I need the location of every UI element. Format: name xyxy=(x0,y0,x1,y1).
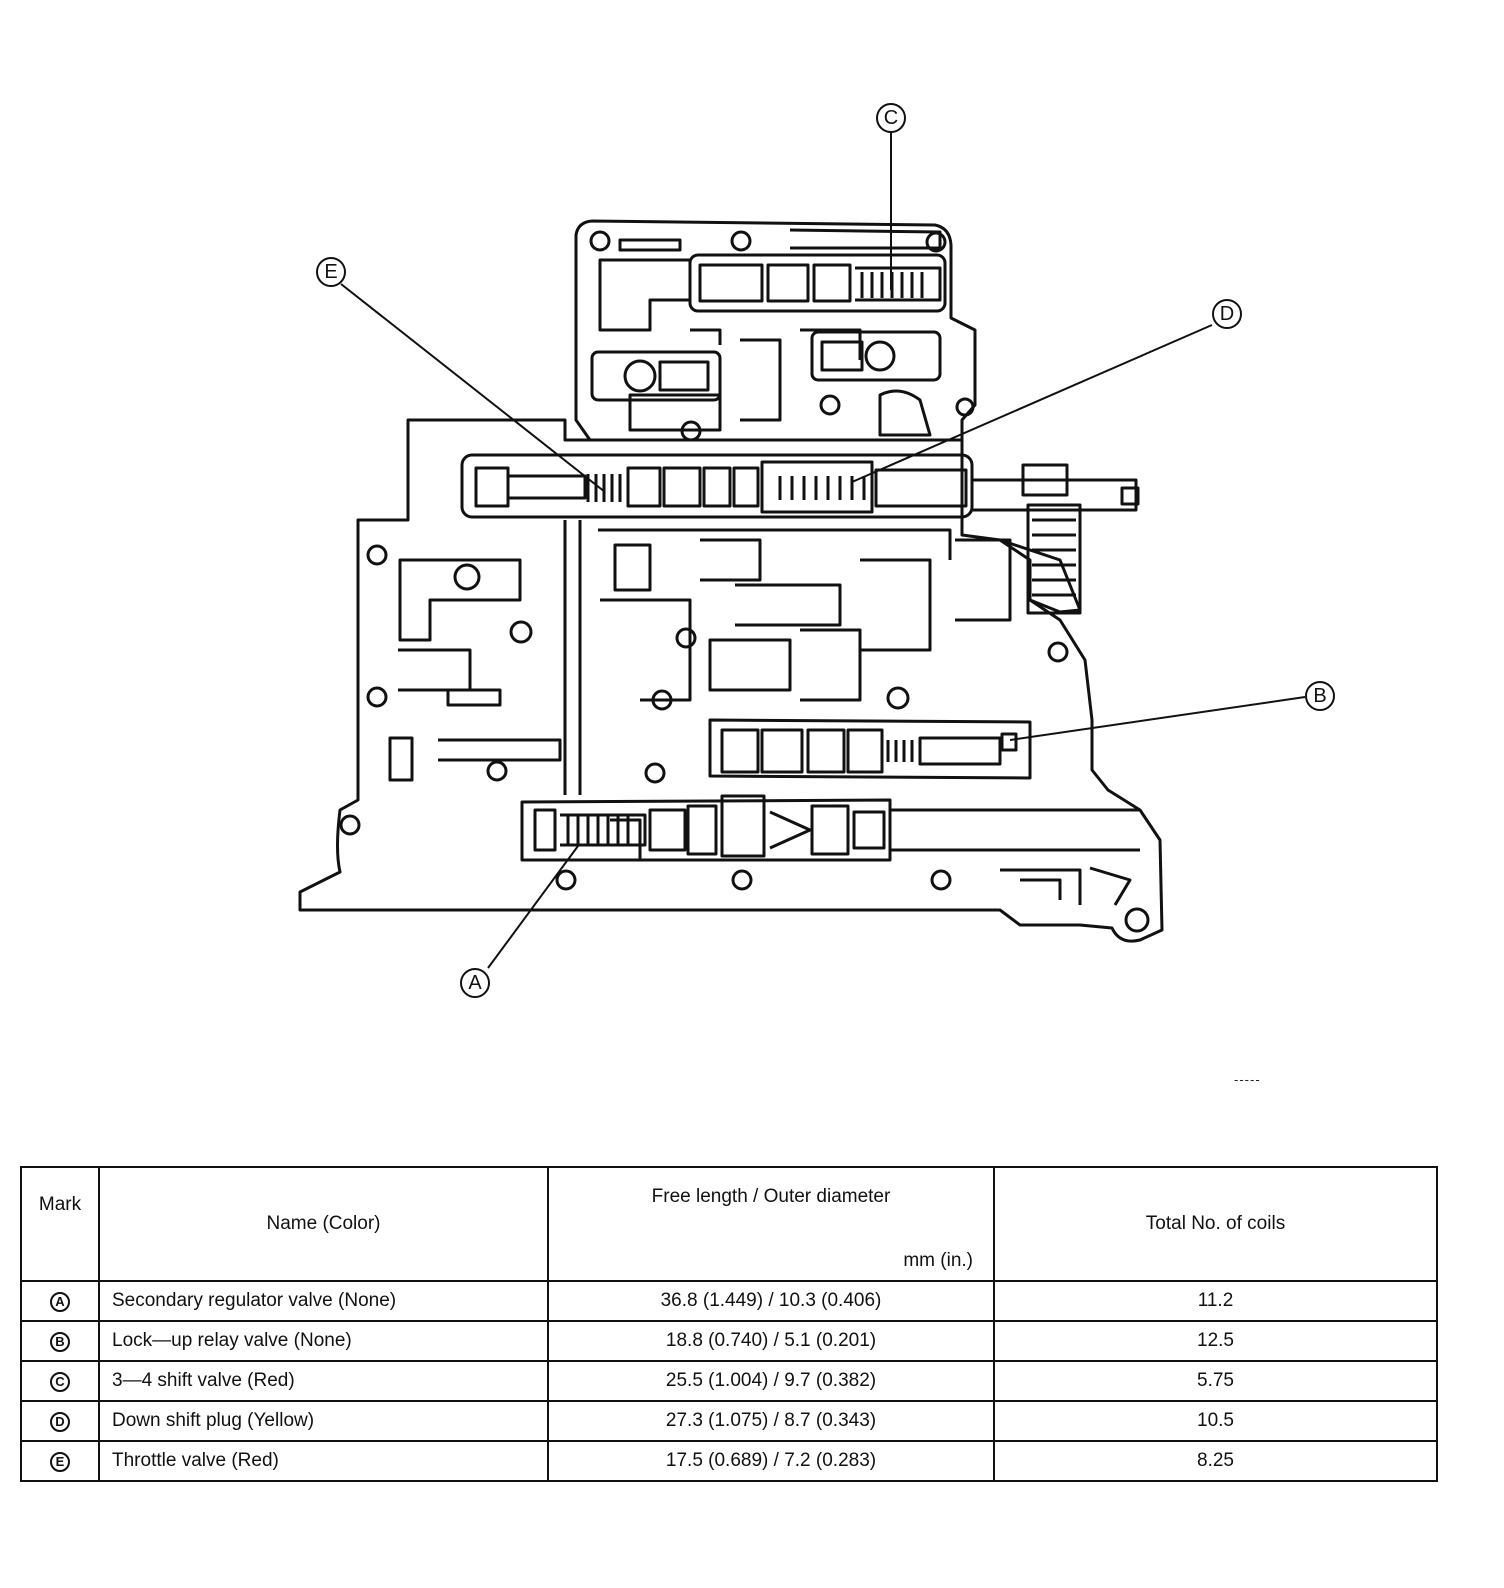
callout-d: D xyxy=(1212,299,1242,329)
row-name: Down shift plug (Yellow) xyxy=(98,1400,549,1442)
mark-a-icon: A xyxy=(50,1291,70,1312)
header-length: Free length / Outer diameter mm (in.) xyxy=(547,1166,995,1282)
row-length: 27.3 (1.075) / 8.7 (0.343) xyxy=(547,1400,995,1442)
callout-a: A xyxy=(460,968,490,998)
row-length: 18.8 (0.740) / 5.1 (0.201) xyxy=(547,1320,995,1362)
header-length-unit: mm (in.) xyxy=(903,1250,973,1271)
row-coils: 10.5 xyxy=(993,1400,1438,1442)
callout-e: E xyxy=(316,257,346,287)
header-length-label: Free length / Outer diameter xyxy=(651,1186,891,1207)
row-mark-cell: D xyxy=(20,1400,100,1442)
row-mark-cell: C xyxy=(20,1360,100,1402)
figure-code: ----- xyxy=(1234,1072,1261,1087)
leader-line-b xyxy=(1009,696,1306,741)
table-row: C 3—4 shift valve (Red) 25.5 (1.004) / 9… xyxy=(20,1360,1438,1402)
spring-spec-table: Mark Name (Color) Free length / Outer di… xyxy=(20,1166,1438,1482)
row-length: 36.8 (1.449) / 10.3 (0.406) xyxy=(547,1280,995,1322)
header-name: Name (Color) xyxy=(98,1166,549,1282)
callout-c: C xyxy=(876,103,906,133)
row-coils: 8.25 xyxy=(993,1440,1438,1482)
row-coils: 12.5 xyxy=(993,1320,1438,1362)
row-name: Throttle valve (Red) xyxy=(98,1440,549,1482)
row-name: 3—4 shift valve (Red) xyxy=(98,1360,549,1402)
leader-line-e xyxy=(340,283,606,493)
leader-line-d xyxy=(851,324,1213,483)
table-row: A Secondary regulator valve (None) 36.8 … xyxy=(20,1280,1438,1322)
row-mark-cell: B xyxy=(20,1320,100,1362)
header-mark: Mark xyxy=(20,1166,100,1282)
callout-b: B xyxy=(1305,681,1335,711)
row-name: Lock—up relay valve (None) xyxy=(98,1320,549,1362)
table-header-row: Mark Name (Color) Free length / Outer di… xyxy=(20,1166,1438,1282)
table-row: E Throttle valve (Red) 17.5 (0.689) / 7.… xyxy=(20,1440,1438,1482)
row-mark-cell: A xyxy=(20,1280,100,1322)
valve-body-diagram xyxy=(298,132,1306,969)
header-coils: Total No. of coils xyxy=(993,1166,1438,1282)
mark-d-icon: D xyxy=(50,1411,70,1432)
table-row: D Down shift plug (Yellow) 27.3 (1.075) … xyxy=(20,1400,1438,1442)
row-coils: 11.2 xyxy=(993,1280,1438,1322)
table-row: B Lock—up relay valve (None) 18.8 (0.740… xyxy=(20,1320,1438,1362)
row-name: Secondary regulator valve (None) xyxy=(98,1280,549,1322)
row-length: 17.5 (0.689) / 7.2 (0.283) xyxy=(547,1440,995,1482)
row-coils: 5.75 xyxy=(993,1360,1438,1402)
mark-c-icon: C xyxy=(50,1371,70,1392)
mark-e-icon: E xyxy=(50,1451,70,1472)
mark-b-icon: B xyxy=(50,1331,70,1352)
row-length: 25.5 (1.004) / 9.7 (0.382) xyxy=(547,1360,995,1402)
leader-line-a xyxy=(487,845,579,969)
row-mark-cell: E xyxy=(20,1440,100,1482)
